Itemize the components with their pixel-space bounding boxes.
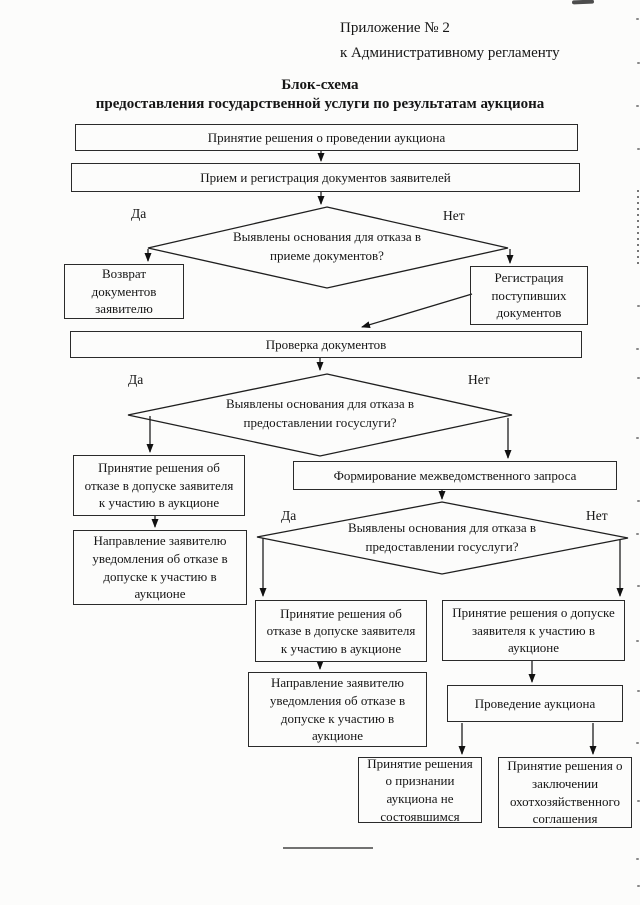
scan-artifact (636, 640, 639, 642)
node-hold-auction: Проведение аукциона (447, 685, 623, 722)
node-return-docs: Возврат документов заявителю (64, 264, 184, 319)
label-yes-1: Да (131, 206, 147, 221)
arrow-diagonal (361, 293, 473, 329)
decision-text-acceptance: Выявлены основания для отказа в приеме д… (232, 229, 421, 263)
decision-diamond-service-2 (256, 501, 629, 575)
scan-artifact (636, 533, 639, 535)
decision-diamond-service-1 (127, 373, 513, 457)
scan-artifact (637, 377, 640, 379)
node-refuse-admission-1: Принятие решения об отказе в допуске зая… (73, 455, 245, 516)
scan-artifact (637, 62, 640, 64)
scan-artifact (636, 742, 639, 744)
scan-artifact (637, 190, 639, 268)
label-no-1: Нет (443, 208, 465, 223)
title-line-1: Блок-схема (281, 77, 359, 93)
node-interagency-request: Формирование межведомственного запроса (293, 461, 617, 490)
node-refuse-admission-2: Принятие решения об отказе в допуске зая… (255, 600, 427, 662)
node-auction-failed: Принятие решения о признании аукциона не… (358, 756, 482, 824)
page-title: Блок-схема предоставления государственно… (0, 76, 640, 114)
label-yes-3: Да (281, 508, 297, 523)
node-admit-applicant: Принятие решения о допуске заявителя к у… (442, 600, 625, 661)
node-notify-refusal-2: Направление заявителю уведомления об отк… (248, 672, 427, 747)
node-conclude-agreement: Принятие решения о заключении охотхозяйс… (498, 757, 632, 828)
scan-artifact (637, 885, 640, 887)
scan-artifact (636, 858, 639, 860)
scan-artifact (637, 800, 640, 802)
appendix-line-1: Приложение № 2 (340, 20, 450, 36)
title-line-2: предоставления государственной услуги по… (95, 95, 545, 112)
appendix-line-2: к Административному регламенту (340, 44, 560, 61)
node-register-received: Регистрация поступивших документов (470, 266, 588, 325)
scan-artifact-smudge (571, 0, 595, 5)
scan-artifact (637, 500, 640, 502)
decision-text-service-1: Выявлены основания для отказа в предоста… (225, 396, 414, 430)
label-yes-2: Да (128, 372, 144, 387)
node-notify-refusal-1: Направление заявителю уведомления об отк… (73, 530, 247, 605)
scan-artifact (637, 690, 640, 692)
label-no-2: Нет (468, 372, 490, 387)
scan-artifact (637, 305, 640, 307)
scan-artifact (636, 105, 639, 107)
scan-artifact (636, 18, 639, 20)
node-decide-auction: Принятие решения о проведении аукциона (75, 124, 578, 151)
scan-artifact (636, 437, 639, 439)
scan-artifact (637, 585, 640, 587)
node-accept-register: Прием и регистрация документов заявителе… (71, 163, 580, 192)
appendix-note: Приложение № 2 к Административному регла… (340, 16, 560, 66)
node-check-docs: Проверка документов (70, 331, 582, 358)
decision-diamond-acceptance (147, 206, 509, 289)
scan-artifact (637, 148, 640, 150)
decision-text-service-2: Выявлены основания для отказа в предоста… (347, 520, 536, 554)
label-no-3: Нет (586, 508, 608, 523)
scan-artifact (636, 348, 639, 350)
